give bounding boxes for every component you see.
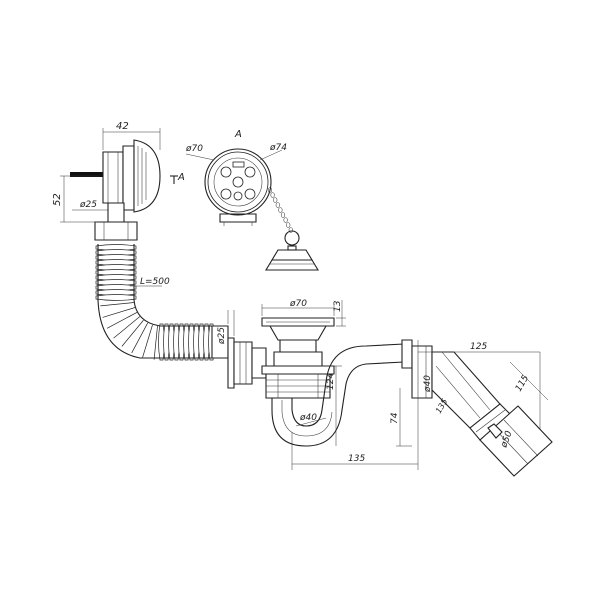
hose-rib — [95, 294, 137, 301]
hose-rib — [142, 324, 153, 358]
label-grate-outer: ø74 — [269, 143, 287, 153]
chain-link — [270, 192, 275, 198]
label-outlet-connection-diameter: ø40 — [423, 375, 433, 393]
chain-link — [286, 222, 291, 228]
dim-overflow-diameter: ø25 — [72, 200, 108, 211]
dim-siphon: ø70 13 124 ø40 74 135 — [261, 299, 419, 470]
chain-link — [280, 212, 286, 218]
label-overflow-height: 52 — [52, 193, 63, 206]
label-outlet-elbow: 115 — [514, 373, 531, 393]
hose-rib — [102, 307, 136, 318]
label-view-letter: A — [234, 129, 242, 140]
hose-rib — [100, 302, 135, 307]
label-siphon-drop: 74 — [390, 412, 400, 424]
hose-rib — [131, 322, 149, 354]
corrugated-hose — [95, 244, 215, 361]
overflow-head — [70, 139, 161, 241]
label-hose-length: L=500 — [140, 277, 170, 287]
label-outlet-length: 125 — [470, 342, 487, 352]
hose-rib — [121, 319, 144, 347]
hose-connector — [211, 325, 267, 389]
dim-grate: ø70 ø74 A — [185, 129, 287, 161]
label-overflow-diameter: ø25 — [79, 200, 97, 210]
overflow-cable — [70, 172, 104, 177]
label-section-letter: A — [177, 172, 185, 183]
hose-rib — [113, 316, 141, 339]
hose-rib — [106, 311, 138, 329]
outlet-pipe — [401, 339, 553, 477]
label-outlet-height: 13 — [333, 300, 343, 312]
label-outlet-diameter: ø70 — [289, 299, 307, 309]
chain-link — [288, 227, 293, 233]
chain-link — [283, 217, 288, 223]
chain-link — [278, 207, 283, 213]
label-grate-inner: ø70 — [185, 144, 203, 154]
chain-link — [273, 197, 278, 203]
dim-overflow-width: 42 — [102, 121, 161, 150]
label-siphon-height: 124 — [326, 373, 336, 390]
section-mark: A — [170, 172, 185, 184]
grate-view — [204, 148, 272, 226]
label-siphon-width: 135 — [348, 454, 365, 464]
chain-link — [275, 202, 280, 208]
chain-plug — [265, 187, 319, 271]
hose-rib — [153, 325, 158, 360]
label-overflow-width: 42 — [116, 121, 129, 132]
chain-link — [267, 187, 273, 193]
dim-hose-length: L=500 — [130, 277, 170, 287]
dim-connector-diameter: ø25 — [217, 310, 235, 345]
dim-overflow-height: 52 — [52, 175, 100, 223]
label-connector-diameter: ø25 — [217, 327, 227, 345]
label-siphon-diameter: ø40 — [299, 413, 317, 423]
